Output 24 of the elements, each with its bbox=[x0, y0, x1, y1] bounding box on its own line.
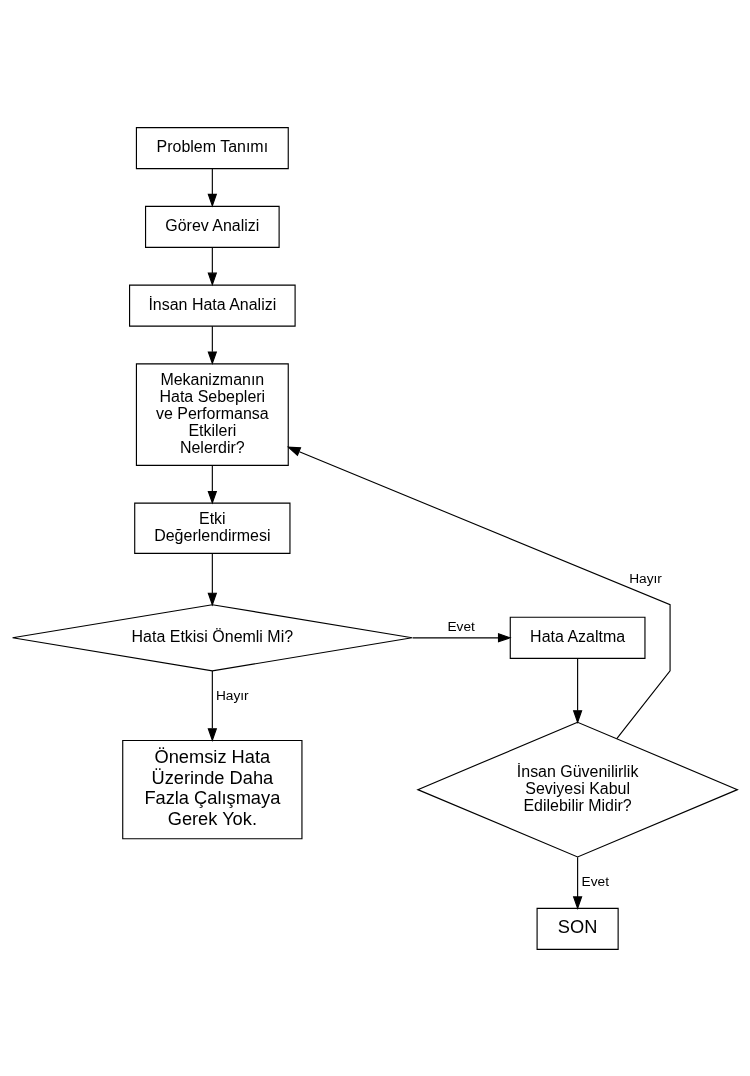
node-box: Önemsiz Hata Üzerinde Daha Fazla Çalışmaya Gerek Yok. bbox=[122, 739, 303, 839]
arrow bbox=[207, 669, 218, 742]
node-diamond: Hata Etkisi Önemli Mi? bbox=[12, 603, 413, 671]
arrow bbox=[207, 464, 218, 505]
node-box: Etki Değerlendirmesi bbox=[134, 502, 291, 554]
arrow bbox=[412, 632, 512, 643]
arrow bbox=[207, 325, 218, 365]
edge-label: Hayır bbox=[215, 687, 249, 703]
node-box: SON bbox=[536, 907, 619, 950]
arrow bbox=[207, 167, 218, 208]
edge-label: Hayır bbox=[629, 570, 662, 586]
node-box: Mekanizmanın Hata Sebepleri ve Performansa Etkileri Nelerdir? bbox=[135, 362, 289, 466]
arrow bbox=[207, 552, 218, 606]
edge-label: Evet bbox=[581, 873, 609, 889]
node-box: Hata Azaltma bbox=[509, 616, 646, 659]
arrow bbox=[286, 446, 671, 739]
node-box: Görev Analizi bbox=[145, 205, 280, 248]
edge-label: Evet bbox=[447, 618, 475, 633]
node-box: Problem Tanımı bbox=[135, 126, 289, 169]
arrow bbox=[207, 246, 218, 286]
node-diamond: İnsan Güvenilirlik Seviyesi Kabul Edilebilir Midir? bbox=[416, 721, 739, 858]
arrow bbox=[572, 657, 583, 724]
arrow bbox=[572, 856, 583, 910]
node-box: İnsan Hata Analizi bbox=[129, 284, 296, 327]
